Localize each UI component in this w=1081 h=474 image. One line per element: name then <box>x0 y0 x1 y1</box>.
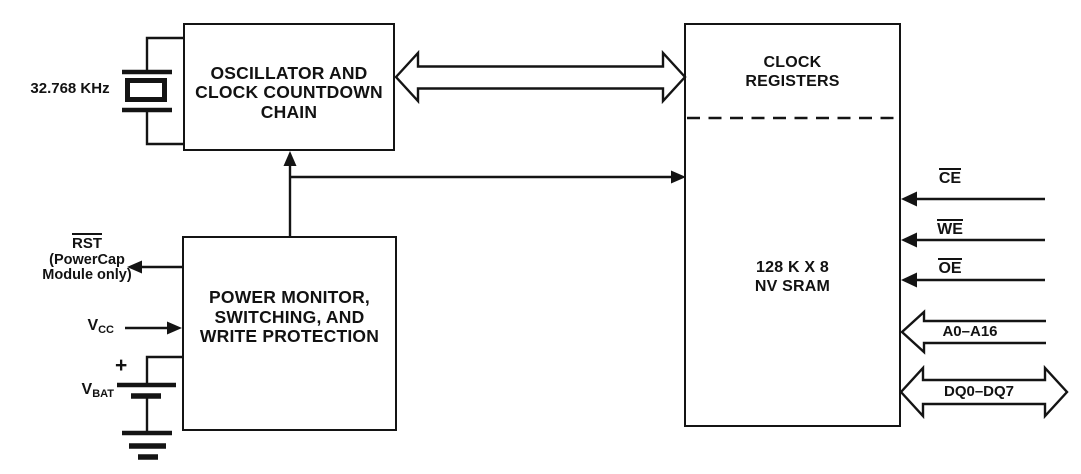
oscillator-block: OSCILLATOR AND CLOCK COUNTDOWN CHAIN <box>183 23 395 151</box>
oscillator-label-line2: CLOCK COUNTDOWN <box>195 82 383 103</box>
vbat-sub: BAT <box>92 388 114 400</box>
oe-signal-label: OE <box>928 258 972 278</box>
up-arrowhead-icon <box>283 151 297 166</box>
nv-sram-section: 128 K X 8 NV SRAM <box>686 258 899 296</box>
ce-signal-label: CE <box>928 168 972 188</box>
power-label-line1: POWER MONITOR, <box>209 287 370 308</box>
crystal-frequency-label: 32.768 KHz <box>30 80 110 97</box>
left-arrowhead-icon <box>127 260 142 274</box>
power-label-line2: SWITCHING, AND <box>214 306 365 327</box>
oscillator-label-line3: CHAIN <box>260 101 318 122</box>
left-arrowhead-icon <box>901 232 917 248</box>
we-signal-label: WE <box>928 219 972 239</box>
crystal-body-icon <box>125 78 167 102</box>
we-name: WE <box>937 219 963 238</box>
clock-registers-section: CLOCK REGISTERS <box>686 25 899 118</box>
power-monitor-block: POWER MONITOR, SWITCHING, AND WRITE PROT… <box>182 236 397 431</box>
clock-registers-label-line2: REGISTERS <box>745 72 840 90</box>
nv-sram-label-line2: NV SRAM <box>754 278 831 295</box>
clock-registers-label-line1: CLOCK <box>763 53 822 71</box>
left-arrowhead-icon <box>901 272 917 288</box>
oscillator-label-line1: OSCILLATOR AND <box>210 62 368 83</box>
left-arrowhead-icon <box>901 191 917 207</box>
battery-plus-sign: + <box>115 354 128 377</box>
data-bus-label: DQ0–DQ7 <box>943 383 1015 400</box>
battery-wire <box>145 355 183 383</box>
bidirectional-bus-arrow-icon <box>394 49 687 105</box>
nv-sram-label-line1: 128 K X 8 <box>756 259 829 276</box>
crystal-bottom-wire <box>145 110 183 146</box>
address-bus-arrow-icon <box>900 309 1046 355</box>
address-bus-label: A0–A16 <box>942 323 998 340</box>
vcc-signal-label: VCC <box>58 317 114 336</box>
rst-name: RST <box>72 233 102 252</box>
data-bus-arrow-icon <box>899 364 1069 420</box>
ce-name: CE <box>938 168 962 187</box>
power-label-line3: WRITE PROTECTION <box>199 326 380 347</box>
right-arrowhead-icon <box>167 321 182 335</box>
vcc-main: V <box>87 317 99 334</box>
oe-name: OE <box>938 258 962 277</box>
crystal-top-wire <box>145 36 183 72</box>
right-arrowhead-icon <box>671 170 686 184</box>
vbat-signal-label: VBAT <box>56 381 114 400</box>
memory-block: CLOCK REGISTERS 128 K X 8 NV SRAM <box>684 23 901 427</box>
rst-note-line1: (PowerCap <box>49 251 125 268</box>
rst-signal-label: RST (PowerCap Module only) <box>14 233 160 284</box>
vcc-sub: CC <box>98 324 114 336</box>
rst-note-line2: Module only) <box>42 267 132 283</box>
vbat-main: V <box>81 381 93 398</box>
